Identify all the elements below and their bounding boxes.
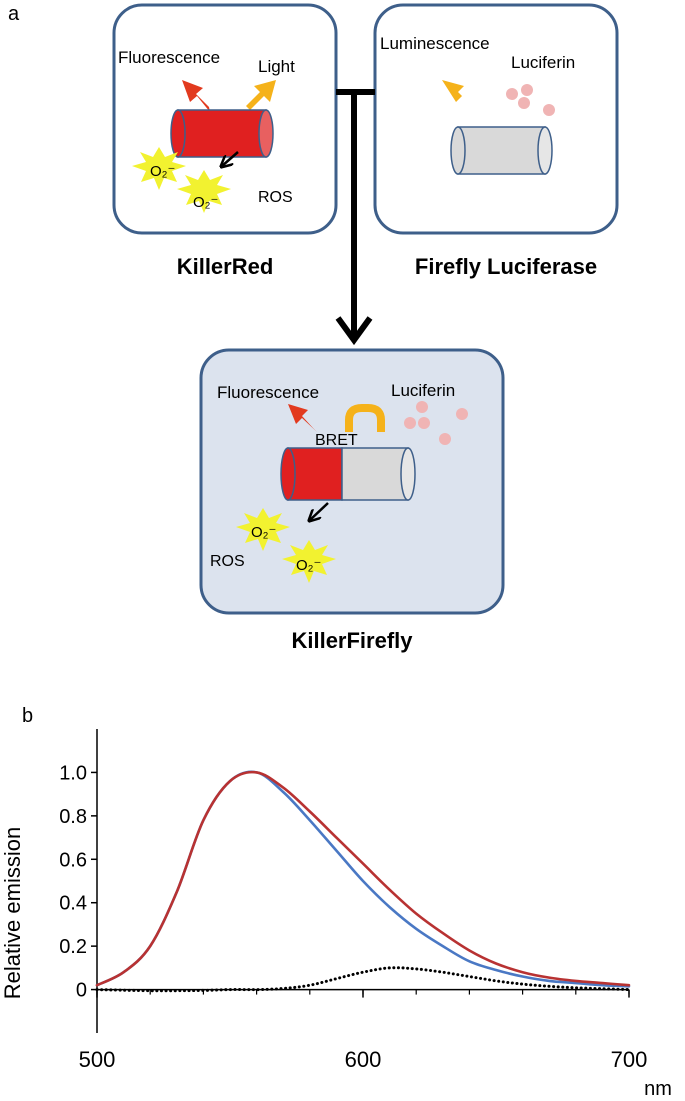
luciferase-barrel-icon bbox=[450, 126, 553, 175]
series-line-1 bbox=[95, 770, 631, 987]
luciferin-dot-icon bbox=[416, 401, 428, 413]
superoxide-label: O₂⁻ bbox=[251, 524, 276, 541]
emission-chart: 0 0.2 0.4 0.6 0.8 1.0 500 600 700 nm Relative emis… bbox=[0, 729, 672, 1100]
fluorescence-arrow-icon bbox=[182, 80, 210, 112]
ros-star-icon bbox=[236, 508, 290, 551]
killerfirefly-ros-label: ROS bbox=[210, 553, 245, 570]
y-tick-label: 0.2 bbox=[59, 936, 87, 958]
killerred-light-label: Light bbox=[258, 57, 295, 76]
y-tick-label: 0.8 bbox=[59, 806, 87, 828]
light-arrow-icon bbox=[246, 80, 276, 110]
fusion-connector bbox=[335, 89, 375, 346]
luciferin-dot-icon bbox=[404, 417, 416, 429]
luciferin-dot-icon bbox=[543, 104, 555, 116]
x-axis-label: nm bbox=[644, 1078, 672, 1100]
luminescence-label: Luminescence bbox=[380, 34, 490, 53]
killerfirefly-luciferin-label: Luciferin bbox=[391, 381, 455, 400]
luciferin-dot-icon bbox=[418, 417, 430, 429]
y-tick-label: 0 bbox=[76, 980, 87, 1002]
luciferin-dot-icon bbox=[456, 408, 468, 420]
ros-star-icon bbox=[177, 170, 231, 213]
y-tick-label: 0.6 bbox=[59, 849, 87, 871]
killerfirefly-ros-arrow-icon bbox=[310, 502, 329, 520]
chart-axes bbox=[91, 729, 630, 1033]
killerred-panel: Fluorescence Light O₂⁻ O₂⁻ ROS bbox=[112, 3, 338, 235]
killerfirefly-fluorescence-label: Fluorescence bbox=[217, 383, 319, 402]
superoxide-label: O₂⁻ bbox=[193, 194, 218, 211]
killerred-ros-label: ROS bbox=[258, 189, 293, 206]
ros-star-icon bbox=[132, 147, 186, 190]
luminescence-arrow-icon bbox=[442, 80, 476, 110]
series-line-2 bbox=[95, 770, 631, 988]
panel-label-b: b bbox=[22, 705, 33, 727]
killerfirefly-title: KillerFirefly bbox=[291, 628, 413, 653]
chart-series bbox=[95, 770, 631, 993]
panel-label-a: a bbox=[8, 3, 20, 25]
chart-labels: 0 0.2 0.4 0.6 0.8 1.0 500 600 700 nm Relative emis… bbox=[0, 762, 672, 1100]
superoxide-label: O₂⁻ bbox=[296, 557, 321, 574]
y-tick-label: 0.4 bbox=[59, 893, 87, 915]
killerred-title: KillerRed bbox=[177, 254, 274, 279]
luciferin-dot-icon bbox=[521, 84, 533, 96]
luciferase-luciferin-label: Luciferin bbox=[511, 53, 575, 72]
luciferase-box bbox=[373, 3, 619, 235]
superoxide-label: O₂⁻ bbox=[150, 163, 175, 180]
killerred-barrel-icon bbox=[170, 109, 274, 158]
y-axis-label: Relative emission bbox=[0, 827, 25, 999]
luciferin-dot-icon bbox=[518, 97, 530, 109]
x-tick-label: 600 bbox=[345, 1047, 382, 1072]
killerfirefly-panel: Fluorescence Luciferin BRET O₂⁻ O₂⁻ ROS bbox=[199, 348, 505, 615]
fusion-arrowhead-icon bbox=[335, 316, 373, 346]
luciferin-dot-icon bbox=[506, 88, 518, 100]
ros-release-arrow-icon bbox=[222, 151, 239, 166]
x-tick-label: 500 bbox=[79, 1047, 116, 1072]
killerfirefly-barrel-icon bbox=[280, 447, 416, 501]
x-tick-label: 700 bbox=[611, 1047, 648, 1072]
bret-arrow-icon bbox=[345, 404, 385, 432]
series-line-3 bbox=[95, 966, 631, 993]
killerred-fluorescence-label: Fluorescence bbox=[118, 48, 220, 67]
ros-star-icon bbox=[282, 540, 336, 583]
luciferin-dot-icon bbox=[439, 433, 451, 445]
killerfirefly-fluorescence-arrow-icon bbox=[288, 404, 317, 432]
luciferase-panel: Luminescence Luciferin bbox=[373, 3, 619, 235]
luciferase-title: Firefly Luciferase bbox=[415, 254, 597, 279]
y-tick-label: 1.0 bbox=[59, 762, 87, 784]
bret-label: BRET bbox=[315, 432, 358, 449]
